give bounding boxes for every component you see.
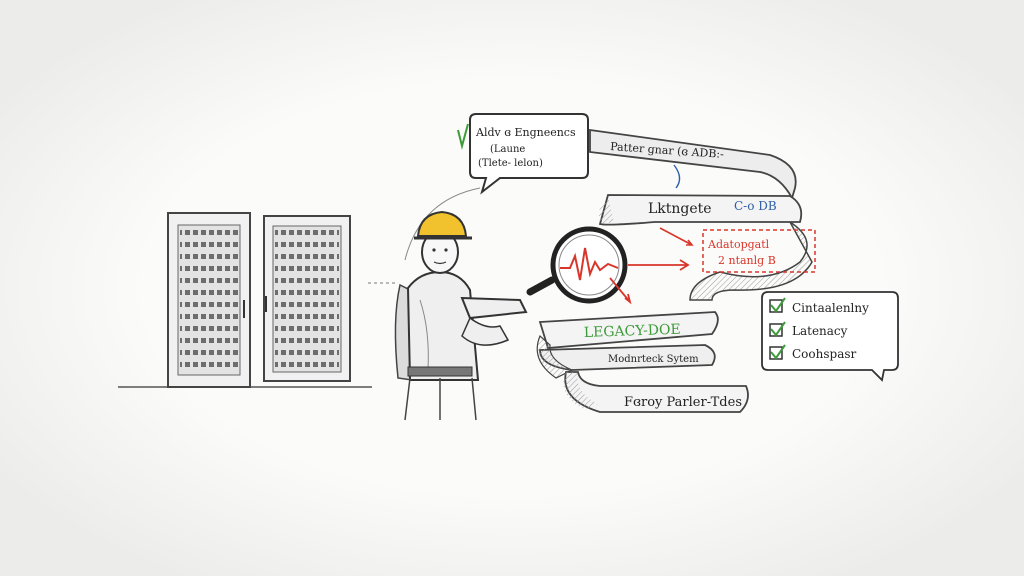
ribbon-green-label: LEGACY-DOE xyxy=(584,322,681,341)
ribbon-band2-label: Lktngete xyxy=(648,201,712,217)
winding-ribbon xyxy=(536,128,813,413)
magnifying-glass-icon xyxy=(526,226,628,304)
checklist-item: Cintaalenlny xyxy=(792,301,869,315)
checkbox-icon xyxy=(769,344,786,360)
checklist-bubble xyxy=(761,291,899,382)
red-box-line-1: Adatopgatl xyxy=(707,238,770,251)
checklist-item: Coohspasr xyxy=(792,347,857,361)
red-box-line-2: 2 ntanlg B xyxy=(718,254,776,267)
checkbox-icon xyxy=(769,321,786,337)
highlight-box xyxy=(702,229,816,273)
speech-bubble-line-2: (Laune xyxy=(490,144,525,155)
speech-bubble-line-3: (Tlete- lelon) xyxy=(478,158,543,169)
ribbon-band2-code: C-o DB xyxy=(734,199,777,213)
hard-hat-icon xyxy=(414,210,472,240)
checkbox-icon xyxy=(769,297,786,313)
ribbon-band4-label: Modnrteck Sytem xyxy=(608,354,699,365)
speech-bubble xyxy=(469,113,589,195)
server-rack-icon xyxy=(167,212,251,388)
ribbon-bottom-label: Fɞroy Parler-Tdes xyxy=(624,395,742,410)
speech-bubble-line-1: Aldv ɞ Engneencs xyxy=(475,126,576,139)
server-rack-icon xyxy=(263,215,351,382)
engineer-figure xyxy=(394,210,528,421)
checklist-item: Latenacy xyxy=(792,324,848,338)
checkmark-icon xyxy=(457,123,469,150)
